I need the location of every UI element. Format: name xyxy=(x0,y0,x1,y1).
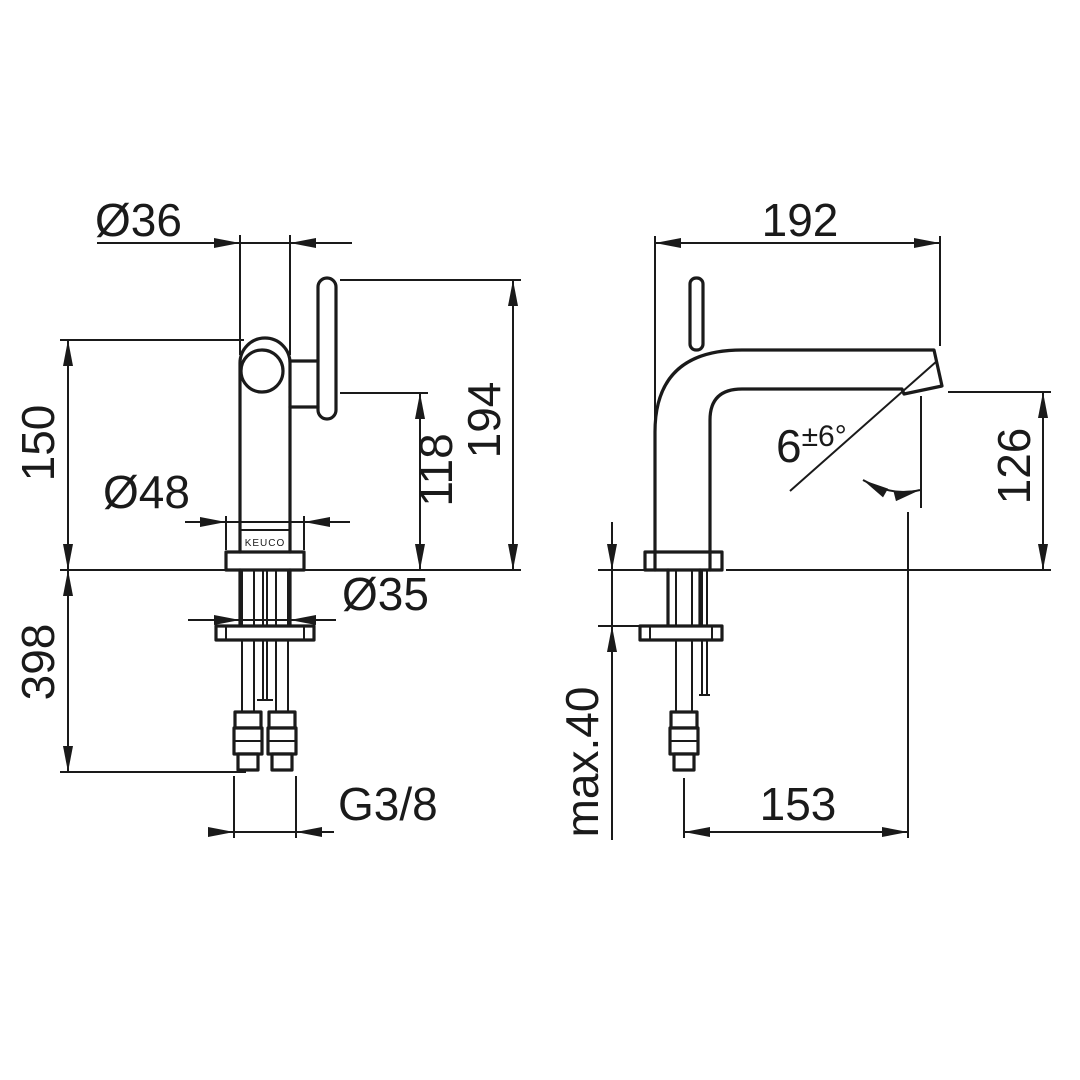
angle-value: 6 xyxy=(776,420,802,472)
threaded-shank xyxy=(238,568,292,628)
base-flange xyxy=(224,550,306,572)
washer-detail xyxy=(225,626,305,640)
dim-reach-overall-label: 192 xyxy=(762,194,839,246)
front-view-dimensions: Ø36 150 Ø48 118 194 Ø35 398 xyxy=(12,194,521,838)
base-flange-side xyxy=(643,550,724,572)
handle-connector xyxy=(288,359,320,409)
dim-thread-size-label: G3/8 xyxy=(338,778,438,830)
dim-top-diameter-label: Ø36 xyxy=(95,194,182,246)
dim-outlet-angle-label: 6±6° xyxy=(776,420,847,472)
hose-connector-side xyxy=(668,710,700,772)
angle-tolerance: ±6° xyxy=(802,420,847,453)
hose-connector-left xyxy=(232,710,264,772)
handle-lever xyxy=(316,276,338,421)
threaded-shank-side xyxy=(666,568,702,628)
dim-reach-outlet-label: 153 xyxy=(760,778,837,830)
mounting-washer-side xyxy=(638,624,724,642)
dim-shank-diameter-label: Ø35 xyxy=(342,568,429,620)
brand-logo-text: KEUCO xyxy=(245,538,286,549)
side-view-faucet xyxy=(638,276,944,772)
side-view-dimensions: 192 6±6° 126 max.40 153 xyxy=(556,194,1051,840)
dim-base-diameter-label: Ø48 xyxy=(103,466,190,518)
faucet-body-outline xyxy=(238,336,292,554)
hose-connector-right xyxy=(266,710,298,772)
dim-overall-height-label: 194 xyxy=(458,382,510,459)
mounting-washer xyxy=(214,624,316,642)
front-view-faucet: KEUCO xyxy=(214,276,338,772)
washer-detail-side xyxy=(649,626,713,640)
dim-below-deck-label: 398 xyxy=(12,624,64,701)
dim-deck-thickness-label: max.40 xyxy=(556,687,608,838)
dim-outlet-height-label: 126 xyxy=(988,428,1040,505)
handle-lever-side xyxy=(688,276,705,352)
dim-pivot-height-label: 150 xyxy=(12,405,64,482)
body-spout-outline xyxy=(653,348,944,572)
handle-pivot-circle xyxy=(239,348,285,394)
dim-spout-height-label: 118 xyxy=(410,433,462,506)
